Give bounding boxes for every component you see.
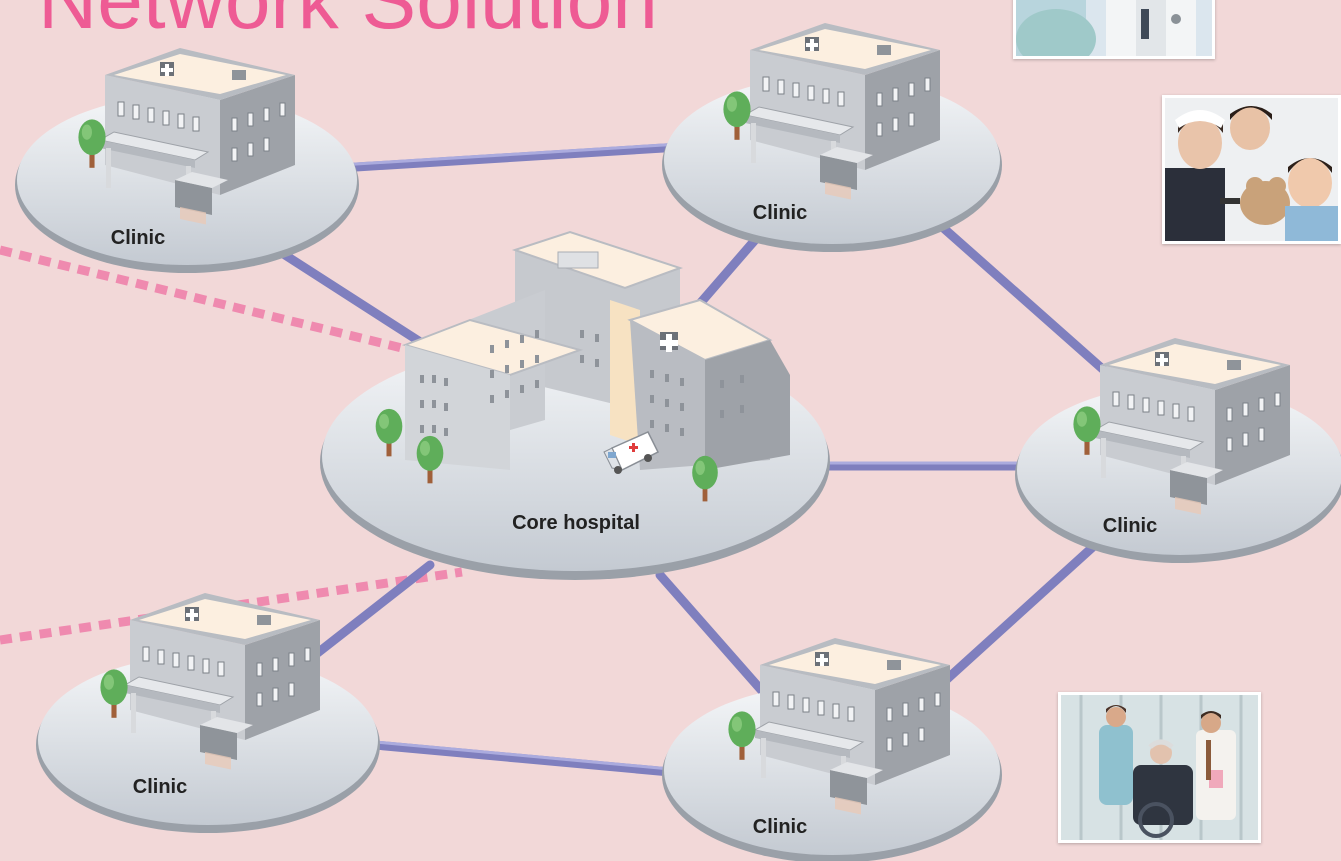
dashed-line-lower [0,567,463,645]
label-clinic-top-left: Clinic [110,227,166,249]
link-right-bottomcenter [930,540,1100,695]
nurse-child-photo [1162,95,1341,244]
link-bottomleft-bottomcenter [370,740,675,777]
network-links [280,142,1120,777]
elderly-care-photo [1058,692,1261,843]
dashed-line-upper [0,245,412,355]
label-clinic-right: Clinic [1102,515,1158,537]
link-topcenter-right [935,220,1120,385]
page-title: Network Solution [38,0,658,46]
link-topleft-topcenter [335,142,685,173]
doctor-photo [1013,0,1215,59]
label-core-hospital: Core hospital [512,512,640,534]
label-clinic-top-center: Clinic [752,202,808,224]
link-core-bottomleft [310,560,435,660]
ambulance-icon [603,431,660,474]
dashed-connections [0,245,463,645]
label-clinic-bottom-center: Clinic [752,816,808,838]
link-core-bottomcenter [655,570,775,705]
label-clinic-bottom-left: Clinic [132,776,188,798]
link-topleft-core [280,250,430,350]
core-hospital-building [401,230,790,474]
